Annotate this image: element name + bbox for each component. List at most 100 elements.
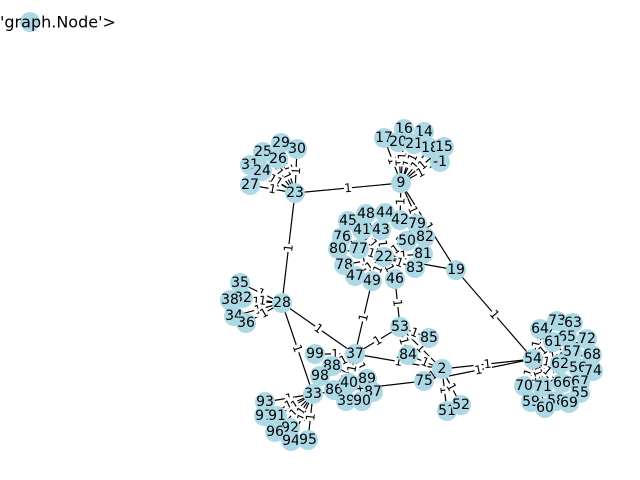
svg-text:27: 27 xyxy=(241,177,259,193)
node-37: 37 xyxy=(345,344,365,364)
svg-text:91: 91 xyxy=(268,408,286,424)
svg-text:9: 9 xyxy=(397,175,406,191)
node-36: 36 xyxy=(236,313,256,333)
svg-text:23: 23 xyxy=(286,185,304,201)
svg-text:95: 95 xyxy=(299,432,317,448)
node-38: 38 xyxy=(220,290,240,310)
svg-text:24: 24 xyxy=(253,163,271,179)
node-83: 83 xyxy=(405,258,425,278)
svg-text:60: 60 xyxy=(536,400,554,416)
svg-text:99: 99 xyxy=(306,346,324,362)
svg-text:44: 44 xyxy=(376,205,394,221)
svg-text:53: 53 xyxy=(391,319,409,335)
svg-text:1: 1 xyxy=(393,197,407,205)
svg-text:30: 30 xyxy=(288,141,306,157)
svg-text:57: 57 xyxy=(563,344,581,360)
node-39: 39 xyxy=(336,391,356,411)
svg-text:1: 1 xyxy=(483,357,492,372)
svg-text:45: 45 xyxy=(339,213,357,229)
svg-text:49: 49 xyxy=(363,273,381,289)
svg-text:84: 84 xyxy=(399,347,417,363)
svg-text:54: 54 xyxy=(524,351,542,367)
node-98: 98 xyxy=(310,366,330,386)
svg-text:82: 82 xyxy=(416,229,434,245)
svg-text:19: 19 xyxy=(447,262,465,278)
svg-text:52: 52 xyxy=(452,397,470,413)
node-99: 99 xyxy=(305,344,325,364)
node-50: 50 xyxy=(397,231,417,251)
svg-text:1: 1 xyxy=(437,385,452,394)
node-75: 75 xyxy=(414,371,434,391)
edge-label-37-40: 1 xyxy=(344,363,360,374)
node-94: 94 xyxy=(281,431,301,451)
svg-text:56: 56 xyxy=(569,360,587,376)
svg-text:33: 33 xyxy=(304,386,322,402)
svg-text:90: 90 xyxy=(353,393,371,409)
svg-text:1: 1 xyxy=(529,339,544,350)
node-33: 33 xyxy=(303,384,323,404)
svg-text:1: 1 xyxy=(356,312,371,323)
svg-text:1: 1 xyxy=(521,367,537,379)
node-40: 40 xyxy=(339,373,359,393)
edge-label-2-54: 1 xyxy=(482,356,493,372)
node-95: 95 xyxy=(298,430,318,450)
edge-label-33-95: 1 xyxy=(303,412,318,422)
edge-label-28-33: 1 xyxy=(289,342,306,355)
edge-label-9-42: 1 xyxy=(393,197,408,206)
node-15: 15 xyxy=(434,137,454,157)
node-73: 73 xyxy=(547,311,567,331)
svg-text:94: 94 xyxy=(282,433,300,449)
node-60: 60 xyxy=(535,398,555,418)
svg-text:70: 70 xyxy=(515,378,533,394)
node-85: 85 xyxy=(419,328,439,348)
svg-text:1: 1 xyxy=(395,152,409,160)
svg-text:1: 1 xyxy=(394,255,406,271)
svg-text:1: 1 xyxy=(394,354,404,369)
svg-text:21: 21 xyxy=(405,136,423,152)
node-80: 80 xyxy=(328,239,348,259)
svg-text:28: 28 xyxy=(273,295,291,311)
edge-label-9-23: 1 xyxy=(343,180,353,196)
node-69: 69 xyxy=(559,393,579,413)
node-52: 52 xyxy=(451,395,471,415)
svg-text:18: 18 xyxy=(421,140,439,156)
svg-text:77: 77 xyxy=(350,241,368,257)
edge-label-54-19: 1 xyxy=(486,306,503,323)
svg-text:62: 62 xyxy=(551,356,569,372)
node-9: 9 xyxy=(391,173,411,193)
node-25: 25 xyxy=(253,142,273,162)
svg-text:71: 71 xyxy=(534,379,552,395)
node-84: 84 xyxy=(398,345,418,365)
node-21: 21 xyxy=(404,134,424,154)
svg-text:2: 2 xyxy=(438,361,447,377)
node-19: 19 xyxy=(446,260,466,280)
node-47: 47 xyxy=(345,266,365,286)
svg-text:72: 72 xyxy=(578,331,596,347)
svg-text:1: 1 xyxy=(268,181,278,196)
edge-label-37-99: 1 xyxy=(331,347,339,361)
svg-text:35: 35 xyxy=(231,275,249,291)
svg-text:25: 25 xyxy=(254,144,272,160)
svg-text:48: 48 xyxy=(357,206,375,222)
svg-text:1: 1 xyxy=(344,181,353,196)
svg-text:1: 1 xyxy=(311,321,325,337)
svg-text:61: 61 xyxy=(544,334,562,350)
svg-text:66: 66 xyxy=(553,375,571,391)
svg-text:50: 50 xyxy=(398,233,416,249)
node-24: 24 xyxy=(252,161,272,181)
edge-label-23-28: 1 xyxy=(281,243,296,253)
edge-label-53-46: 1 xyxy=(390,298,405,308)
node-41: 41 xyxy=(352,220,372,240)
svg-text:38: 38 xyxy=(221,292,239,308)
svg-text:64: 64 xyxy=(531,321,549,337)
svg-text:75: 75 xyxy=(415,373,433,389)
svg-text:69: 69 xyxy=(560,395,578,411)
svg-text:20: 20 xyxy=(389,134,407,150)
legend-node-marker xyxy=(20,12,40,32)
svg-text:98: 98 xyxy=(311,368,329,384)
svg-text:1: 1 xyxy=(473,362,483,377)
node-77: 77 xyxy=(349,239,369,259)
svg-text:96: 96 xyxy=(266,424,284,440)
svg-text:1: 1 xyxy=(257,305,270,321)
svg-text:39: 39 xyxy=(337,393,355,409)
